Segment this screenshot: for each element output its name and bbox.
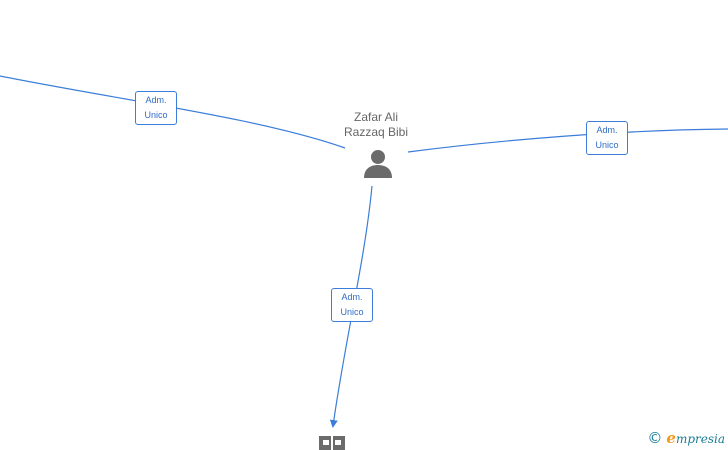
relation-label-left[interactable]: Adm. Unico <box>135 91 177 125</box>
person-name-line1: Zafar Ali <box>353 110 398 124</box>
relation-role-line1: Adm. <box>596 125 618 135</box>
edge-left <box>0 75 346 149</box>
building-icon[interactable] <box>319 436 345 450</box>
copyright-icon: © <box>647 429 663 447</box>
person-name-label: Zafar Ali Razzaq Bibi <box>316 110 436 140</box>
relation-label-right[interactable]: Adm. Unico <box>586 121 628 155</box>
edge-right <box>407 128 728 153</box>
person-name-line2: Razzaq Bibi <box>343 125 409 139</box>
brand-initial: e <box>666 428 676 447</box>
relation-label-down[interactable]: Adm. Unico <box>331 288 373 322</box>
relation-role-line2: Unico <box>595 140 619 150</box>
relation-role-line1: Adm. <box>145 95 167 105</box>
person-silhouette-icon[interactable] <box>362 148 394 180</box>
relation-role-line2: Unico <box>340 307 364 317</box>
relation-role-line1: Adm. <box>341 292 363 302</box>
brand-rest: mpresia <box>675 431 725 446</box>
relation-role-line2: Unico <box>144 110 168 120</box>
